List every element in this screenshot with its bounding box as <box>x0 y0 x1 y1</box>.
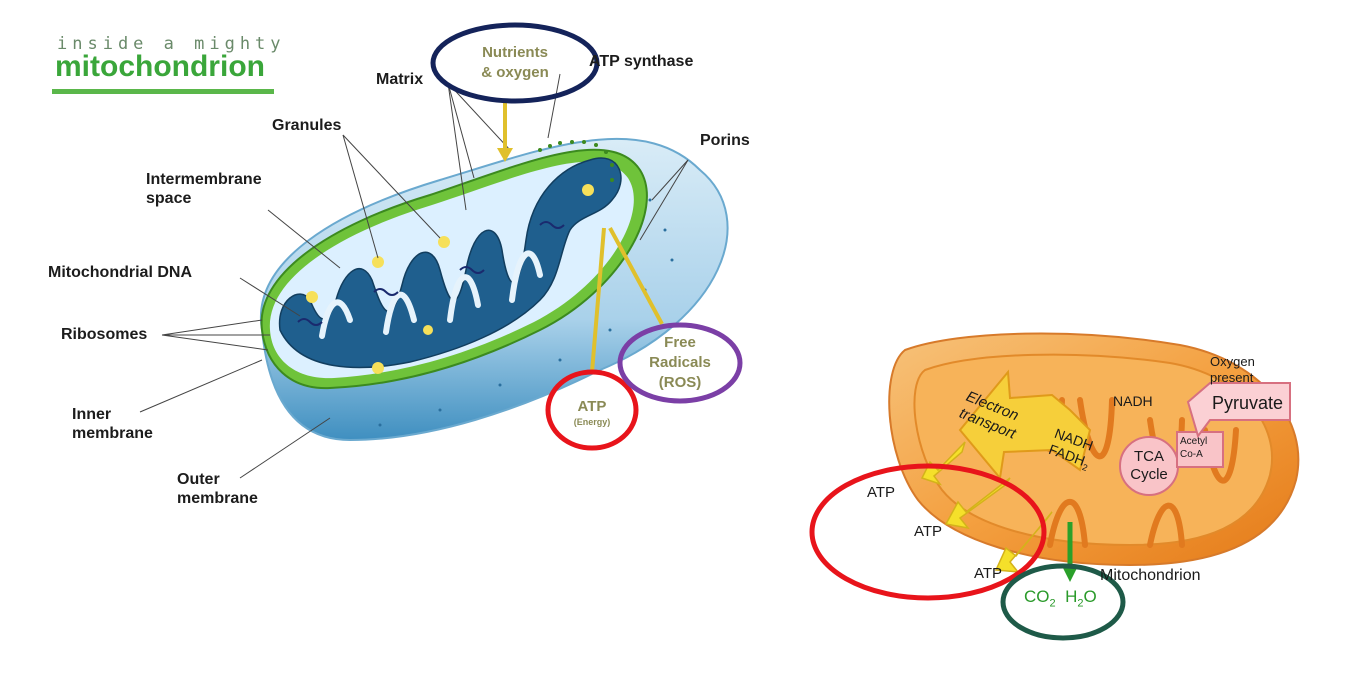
label-inner-line1: Inner <box>72 406 112 423</box>
atp-right-label-2: ATP <box>914 523 943 540</box>
free-radicals-line2: Radicals <box>649 354 711 371</box>
branding-kicker: inside a mighty <box>57 34 286 54</box>
co2-subscript: 2 <box>1049 597 1056 610</box>
leader-lines <box>139 73 689 479</box>
label-mitochondrial-dna: Mitochondrial DNA <box>48 264 192 281</box>
atp-left-text: ATP <box>577 398 607 415</box>
free-radicals-highlight-ellipse <box>617 322 743 404</box>
h2o-o: O <box>1083 587 1097 606</box>
free-radicals-line3: (ROS) <box>658 374 702 391</box>
label-intermembrane-line1: Intermembrane <box>146 171 262 188</box>
nutrients-line1: Nutrients <box>482 44 548 61</box>
tca-line2: Cycle <box>1130 466 1168 483</box>
label-outer-membrane: Outer membrane <box>177 470 258 508</box>
label-inner-line2: membrane <box>72 425 153 442</box>
co2-h2o-label: CO2 H2O <box>1024 588 1097 612</box>
label-outer-line1: Outer <box>177 471 220 488</box>
label-inner-membrane: Inner membrane <box>72 405 153 443</box>
atp-highlight-ellipse <box>545 369 639 451</box>
label-porins: Porins <box>700 132 750 149</box>
label-outer-line2: membrane <box>177 490 258 507</box>
label-ribosomes: Ribosomes <box>61 326 148 343</box>
acetyl-line1: Acetyl <box>1180 436 1208 447</box>
mitochondrion-label: Mitochondrion <box>1100 567 1201 584</box>
label-granules: Granules <box>272 117 342 134</box>
co2-main: CO <box>1024 587 1050 606</box>
atp-right-label-3: ATP <box>974 565 1003 582</box>
label-atp-synthase: ATP synthase <box>589 53 694 70</box>
acetyl-coa-label: Acetyl Co-A <box>1180 435 1207 461</box>
atp-right-highlight-ellipse <box>809 463 1047 601</box>
branding-title: mitochondrion <box>55 50 265 83</box>
nutrients-oxygen-label: Nutrients & oxygen <box>456 43 574 83</box>
oxygen-present-label: Oxygen present <box>1210 354 1255 386</box>
co2-h2o-highlight-ellipse <box>1000 563 1126 641</box>
nutrients-line2: & oxygen <box>481 64 549 81</box>
h2o-subscript: 2 <box>1077 597 1084 610</box>
atp-right-label-1: ATP <box>867 484 896 501</box>
yellow-arrows-left <box>497 100 664 373</box>
label-intermembrane-line2: space <box>146 190 192 207</box>
oxygen-line2: present <box>1210 370 1254 385</box>
oxygen-line1: Oxygen <box>1210 354 1255 369</box>
acetyl-line2: Co-A <box>1180 449 1203 460</box>
pyruvate-label: Pyruvate <box>1212 393 1284 413</box>
atp-energy-label: ATP (Energy) <box>558 397 626 428</box>
right-mitochondrion-shape <box>888 332 1300 582</box>
atp-energy-subtext: (Energy) <box>573 417 611 427</box>
matrix-shape <box>278 140 622 374</box>
label-matrix: Matrix <box>376 71 424 88</box>
tca-line1: TCA <box>1134 448 1164 465</box>
nutrients-highlight-ellipse <box>430 22 600 104</box>
free-radicals-label: Free Radicals (ROS) <box>625 333 735 393</box>
h2o-h: H <box>1065 587 1078 606</box>
label-intermembrane-space: Intermembrane space <box>146 170 262 208</box>
branding-underline <box>52 89 274 94</box>
nadh-label: NADH <box>1113 393 1153 409</box>
tca-cycle-label: TCA Cycle <box>1129 448 1169 484</box>
free-radicals-line1: Free <box>664 334 696 351</box>
